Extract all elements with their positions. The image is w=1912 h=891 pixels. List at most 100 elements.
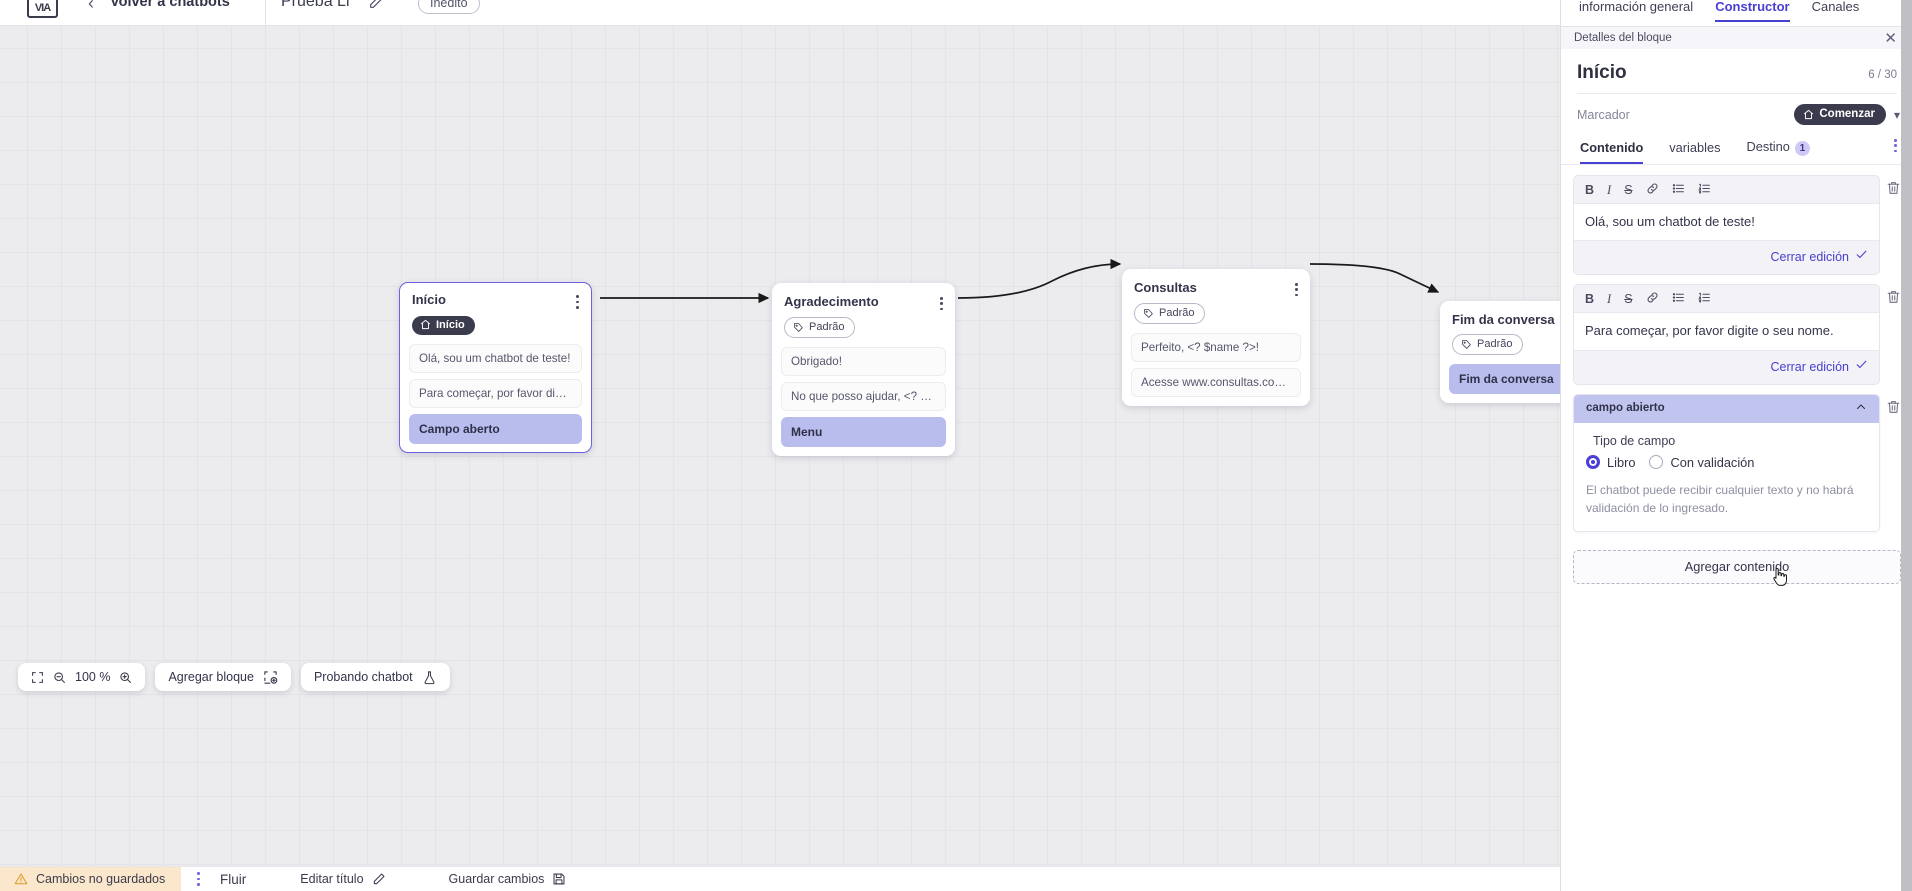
node-item[interactable]: Obrigado! [781,347,946,377]
home-icon [420,320,431,330]
tab-fluir[interactable]: Fluir [218,868,248,891]
node-kebab-menu-icon[interactable] [940,294,943,311]
chevron-down-icon[interactable]: ▾ [1893,107,1900,122]
content-editor-row: B I S [1573,175,1901,276]
node-item-field[interactable]: Fim da conversa [1449,364,1560,394]
node-items: Olá, sou um chatbot de teste! Para começ… [400,335,591,445]
numbered-list-icon[interactable] [1697,291,1711,307]
flow-node-consultas[interactable]: Consultas Padrão Perfeito, <? $name ?>! … [1122,269,1310,407]
node-tag-badge: Padrão [1452,334,1524,355]
radio-option-con-validacion[interactable]: Con validación [1649,455,1754,470]
content-tabs-kebab-menu-icon[interactable] [1894,139,1897,153]
check-icon[interactable] [1855,358,1868,376]
zoom-controls[interactable]: 100 % [18,663,146,691]
trash-icon[interactable] [1886,289,1901,305]
node-kebab-menu-icon[interactable] [1295,280,1298,297]
zoom-out-icon[interactable] [53,671,66,684]
test-chatbot-button[interactable]: Probando chatbot [300,663,450,691]
zoom-level-label: 100 % [75,670,111,684]
status-kebab-menu-icon[interactable] [197,872,201,886]
add-block-button[interactable]: Agregar bloque [155,663,291,691]
editor-text[interactable]: Olá, sou um chatbot de teste! [1574,202,1879,242]
tab-informacion-general[interactable]: información general [1579,0,1694,14]
status-bar: Cambios no guardados Fluir Editar título… [0,866,1560,891]
rich-text-editor[interactable]: B I S [1573,175,1880,276]
radio-con-validacion-input[interactable] [1649,455,1664,470]
link-icon[interactable] [1646,182,1659,198]
content-editor-row: B I S [1573,284,1901,385]
chevron-up-icon[interactable] [1855,401,1867,416]
bold-icon[interactable]: B [1585,291,1595,306]
check-icon[interactable] [1855,248,1868,266]
italic-icon[interactable]: I [1607,291,1612,306]
trash-icon[interactable] [1886,180,1901,196]
logo-glyph: VIA [34,2,51,14]
numbered-list-icon[interactable] [1697,182,1711,198]
field-card-body: Tipo de campo Libro Con validación [1574,423,1879,531]
editor-text[interactable]: Para começar, por favor digite o seu nom… [1574,311,1879,351]
save-changes-button[interactable]: Guardar cambios [449,872,567,886]
marker-start-button[interactable]: Comenzar [1794,104,1886,125]
rich-text-editor[interactable]: B I S [1573,284,1880,385]
fit-screen-icon[interactable] [31,671,44,684]
flow-node-agradecimento[interactable]: Agradecimento Padrão Obrigado! No que po… [772,283,955,457]
flow-node-fim-da-conversa[interactable]: Fim da conversa Padrão Fim da conversa [1440,301,1560,403]
zoom-in-icon[interactable] [119,671,132,684]
back-chevron-icon[interactable]: ‹ [88,0,94,13]
strikethrough-icon[interactable]: S [1624,291,1633,306]
flow-canvas[interactable]: Início Início Olá, sou um chatbot de tes… [0,26,1560,866]
unsaved-changes-label: Cambios no guardados [36,872,166,886]
close-icon[interactable]: ✕ [1884,29,1897,47]
edit-title-pencil-icon[interactable] [368,0,384,10]
tab-destino-label: Destino [1746,139,1790,154]
trash-icon[interactable] [1886,399,1901,415]
add-block-icon [263,670,278,685]
node-item-field[interactable]: Menu [781,417,946,448]
edit-title-label: Editar título [300,872,364,886]
add-content-button[interactable]: Agregar contenido [1573,549,1901,584]
bullet-list-icon[interactable] [1672,182,1685,198]
pencil-icon [372,872,386,886]
unsaved-changes-badge: Cambios no guardados [0,866,182,891]
field-card-title: campo abierto [1586,402,1665,415]
bold-icon[interactable]: B [1585,182,1595,197]
node-kebab-menu-icon[interactable] [576,292,579,309]
editor-close-row[interactable]: Cerrar edición [1574,241,1879,274]
back-to-chatbots-link[interactable]: Volver a chatbots [110,0,230,10]
panel-body: Início 6 / 30 Marcador Comenzar ▾ Co [1561,49,1912,891]
flow-node-inicio[interactable]: Início Início Olá, sou um chatbot de tes… [399,282,592,453]
field-card-header[interactable]: campo abierto [1574,394,1879,423]
close-edit-label[interactable]: Cerrar edición [1770,359,1849,374]
link-icon[interactable] [1646,291,1659,307]
radio-libro-input[interactable] [1586,455,1600,470]
node-tag-label: Início [436,318,465,331]
tab-canales[interactable]: Canales [1811,0,1860,14]
italic-icon[interactable]: I [1607,182,1612,197]
node-item[interactable]: No que posso ajudar, <? $name ... [781,382,946,412]
node-tag-badge: Padrão [1134,303,1206,325]
node-item[interactable]: Perfeito, <? $name ?>! [1131,333,1301,363]
node-item[interactable]: Acesse www.consultas.com par... [1131,368,1301,398]
strikethrough-icon[interactable]: S [1624,182,1633,197]
node-tag-row: Padrão [1440,327,1560,355]
editor-close-row[interactable]: Cerrar edición [1574,351,1879,384]
block-title-row: Início 6 / 30 [1561,49,1912,93]
node-item-field[interactable]: Campo aberto [409,414,582,445]
panel-header-title: Detalles del bloque [1574,32,1672,44]
edit-title-button[interactable]: Editar título [300,872,385,886]
tab-contenido[interactable]: Contenido [1580,140,1644,164]
panel-scrollbar[interactable] [1901,0,1912,891]
node-item[interactable]: Olá, sou um chatbot de teste! [409,344,582,374]
add-block-label: Agregar bloque [168,670,254,684]
radio-option-libro[interactable]: Libro [1586,455,1635,470]
status-badge: Inédito [418,0,480,14]
node-tag-row: Início [400,309,591,336]
bullet-list-icon[interactable] [1672,291,1685,307]
tab-variables[interactable]: variables [1669,140,1721,155]
app-logo[interactable]: VIA [27,0,58,18]
field-help-text: El chatbot puede recibir cualquier texto… [1586,482,1854,515]
node-item[interactable]: Para começar, por favor digite o ... [409,379,582,409]
close-edit-label[interactable]: Cerrar edición [1770,250,1849,265]
tab-constructor[interactable]: Constructor [1715,0,1790,22]
